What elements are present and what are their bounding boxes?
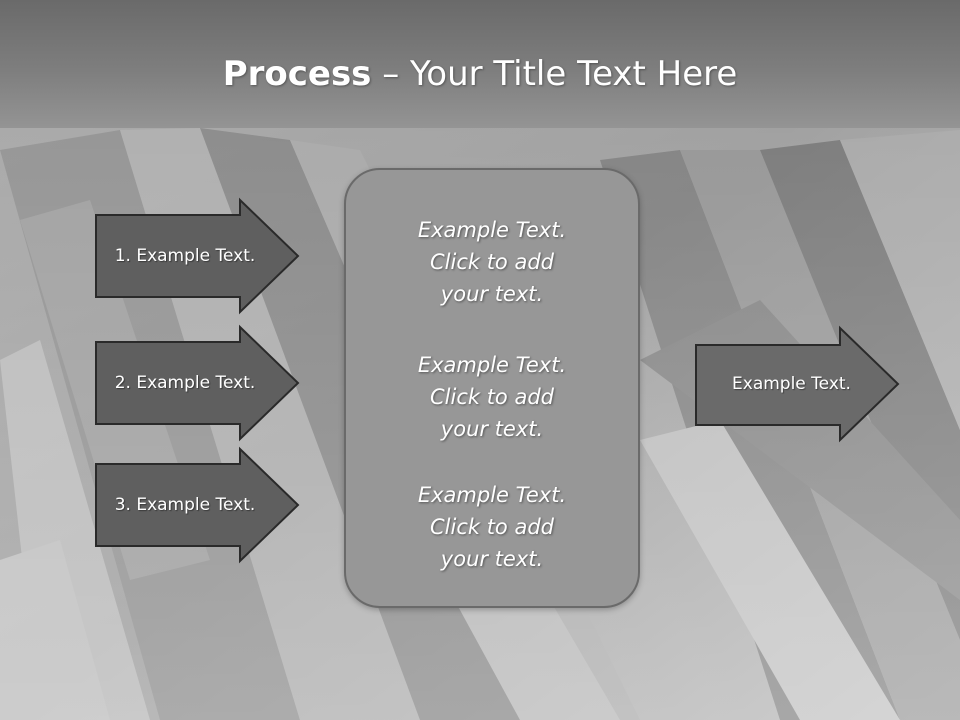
center-line: Click to add [429,250,554,274]
center-line: Click to add [429,515,554,539]
center-process-box[interactable]: Example Text. Click to add your text. Ex… [344,168,640,608]
title-rest: – Your Title Text Here [371,54,738,94]
arrow-shape [695,325,900,443]
step-label-3: 3. Example Text. [114,495,256,515]
arrow-shape [95,197,300,315]
step-arrow-3[interactable]: 3. Example Text. [94,446,300,564]
title-band [0,0,960,128]
slide-title[interactable]: Process – Your Title Text Here [0,52,960,96]
center-text-block-3[interactable]: Example Text. Click to add your text. [346,479,638,575]
output-label: Example Text. [732,374,851,394]
center-line: Example Text. [417,218,567,242]
output-arrow[interactable]: Example Text. [694,325,900,443]
arrow-shape [95,446,300,564]
center-line: your text. [440,547,544,571]
center-line: Example Text. [417,483,567,507]
step-arrow-1[interactable]: 1. Example Text. [94,197,300,315]
step-label-2: 2. Example Text. [114,373,256,393]
arrow-shape [95,324,300,442]
step-arrow-2[interactable]: 2. Example Text. [94,324,300,442]
title-bold: Process [222,54,372,94]
center-line: your text. [440,417,544,441]
step-label-1: 1. Example Text. [114,246,256,266]
center-text-block-2[interactable]: Example Text. Click to add your text. [346,349,638,445]
center-line: your text. [440,282,544,306]
center-text-block-1[interactable]: Example Text. Click to add your text. [346,214,638,310]
center-line: Click to add [429,385,554,409]
center-line: Example Text. [417,353,567,377]
